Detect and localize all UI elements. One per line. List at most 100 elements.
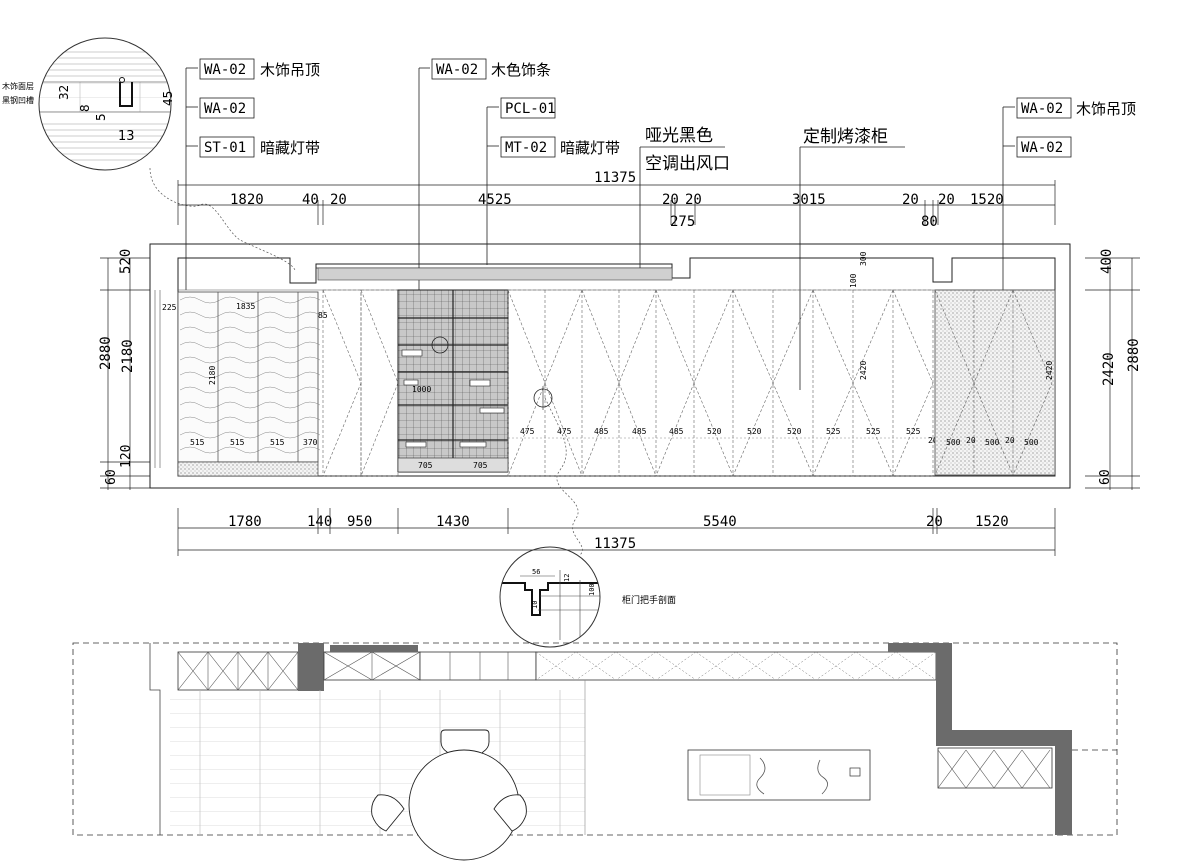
svg-text:10: 10 (531, 601, 539, 609)
shelf-width-2: 705 (473, 461, 488, 470)
dim-top-1520: 1520 (970, 192, 1004, 208)
note-vent-line1: 哑光黑色 (645, 126, 713, 146)
left-top-1835: 1835 (236, 302, 255, 311)
svg-text:WA-02: WA-02 (204, 101, 246, 117)
svg-text:12: 12 (563, 574, 571, 582)
svg-text:60: 60 (104, 469, 119, 485)
svg-text:暗藏灯带: 暗藏灯带 (260, 139, 320, 157)
dim-top-275: 275 (670, 214, 695, 230)
plan-dashed-boundary (72, 642, 1118, 836)
svg-text:5540: 5540 (703, 514, 737, 530)
plan-sofa (687, 749, 871, 801)
leader-wavy-bottom (544, 397, 583, 556)
tag-l2: WA-02 (199, 97, 255, 119)
svg-text:2880: 2880 (98, 336, 114, 370)
svg-text:520: 520 (747, 427, 762, 436)
svg-text:475: 475 (557, 427, 572, 436)
svg-text:485: 485 (632, 427, 647, 436)
detail-circle-top: 木饰面层 黑钢凹槽 32 8 5 45 13 (2, 37, 175, 171)
elevation-outline (149, 243, 1071, 489)
plan-column-left (298, 643, 324, 691)
dims-left (100, 257, 150, 490)
left-width-1: 515 (190, 438, 205, 447)
detail-dim-13: 13 (118, 129, 135, 144)
detail-dim-32: 32 (57, 85, 71, 100)
svg-text:1780: 1780 (228, 514, 262, 530)
detail-circle-handle: 56 12 100 10 柜门把手剖面 (499, 546, 676, 648)
detail-dim-5: 5 (94, 113, 108, 121)
svg-text:2180: 2180 (120, 339, 136, 373)
left-width-4: 370 (303, 438, 318, 447)
plan-column-right (936, 643, 1072, 835)
svg-text:525: 525 (826, 427, 841, 436)
right-width-2: 500 (985, 438, 1000, 447)
svg-text:ST-01: ST-01 (204, 140, 246, 156)
svg-text:20: 20 (926, 514, 943, 530)
notes: 哑光黑色 空调出风口 定制烤漆柜 (639, 126, 905, 390)
left-top-225: 225 (162, 303, 177, 312)
svg-text:520: 520 (787, 427, 802, 436)
detail-layer2-label: 黑钢凹槽 (2, 95, 34, 105)
dim-top-20e: 20 (938, 192, 955, 208)
dim-top-40: 40 (302, 192, 319, 208)
right-gap-a: 20 (966, 436, 976, 445)
dim-top-80: 80 (921, 214, 938, 230)
dim-top-20d: 20 (902, 192, 919, 208)
svg-text:140: 140 (307, 514, 332, 530)
material-tags: WA-02 木饰吊顶 WA-02 ST-01 暗藏灯带 WA-02 木色饰条 P… (185, 58, 1136, 440)
svg-text:木饰吊顶: 木饰吊顶 (1076, 100, 1136, 118)
svg-text:PCL-01: PCL-01 (505, 101, 556, 117)
svg-text:2880: 2880 (1126, 338, 1142, 372)
svg-text:520: 520 (118, 249, 134, 274)
tag-l3: ST-01 暗藏灯带 (199, 136, 320, 158)
note-vent-line2: 空调出风口 (645, 154, 730, 174)
svg-text:木色饰条: 木色饰条 (491, 61, 551, 79)
shelf-width-1: 705 (418, 461, 433, 470)
tag-l8: WA-02 (1016, 136, 1072, 158)
svg-text:WA-02: WA-02 (204, 62, 246, 78)
svg-text:1520: 1520 (975, 514, 1009, 530)
svg-text:525: 525 (906, 427, 921, 436)
note-cabinet: 定制烤漆柜 (803, 127, 888, 147)
shelf-unit: 1000 705 705 (397, 289, 509, 473)
right-panels: 500 500 500 20 20 2420 (934, 289, 1056, 476)
svg-text:2420: 2420 (859, 361, 868, 380)
lacquer-cabinets (507, 289, 934, 477)
dim-top-20a: 20 (330, 192, 347, 208)
floor-plan (72, 642, 1118, 861)
dims-bottom-text: 1780 140 950 1430 5540 20 1520 11375 (228, 514, 1009, 552)
svg-text:11375: 11375 (594, 536, 636, 552)
leader-wavy-top (149, 167, 296, 271)
left-width-2: 515 (230, 438, 245, 447)
svg-text:485: 485 (594, 427, 609, 436)
handle-section-label: 柜门把手剖面 (622, 594, 676, 606)
tag-l4: WA-02 木色饰条 (431, 58, 551, 80)
door-panels-left (322, 289, 399, 477)
shelf-mark-1000: 1000 (412, 385, 431, 394)
svg-text:520: 520 (707, 427, 722, 436)
dims-top-text: 11375 1820 40 20 4525 20 20 275 3015 20 … (230, 170, 1004, 230)
dims-right (1085, 257, 1140, 490)
svg-text:300: 300 (859, 251, 868, 266)
svg-text:木饰吊顶: 木饰吊顶 (260, 61, 320, 79)
svg-text:950: 950 (347, 514, 372, 530)
elevation: 515 515 515 370 225 1835 2180 85 (149, 243, 1071, 489)
dim-top-3015: 3015 (792, 192, 826, 208)
detail-dim-8: 8 (78, 104, 92, 112)
svg-text:60: 60 (1098, 469, 1113, 485)
tag-l1: WA-02 木饰吊顶 (199, 58, 320, 80)
svg-text:525: 525 (866, 427, 881, 436)
svg-text:120: 120 (119, 445, 134, 468)
dim-top-20c: 20 (685, 192, 702, 208)
svg-text:MT-02: MT-02 (505, 140, 547, 156)
svg-text:暗藏灯带: 暗藏灯带 (560, 139, 620, 157)
svg-text:475: 475 (520, 427, 535, 436)
dims-right-text: 400 2420 2880 60 (1098, 249, 1142, 485)
plan-dining-table (371, 729, 527, 861)
left-wood-panels: 515 515 515 370 225 1835 2180 85 (162, 291, 328, 477)
right-width-3: 500 (1024, 438, 1039, 447)
svg-text:2420: 2420 (1101, 352, 1117, 386)
left-width-3: 515 (270, 438, 285, 447)
svg-text:56: 56 (532, 568, 540, 576)
svg-text:WA-02: WA-02 (1021, 101, 1063, 117)
